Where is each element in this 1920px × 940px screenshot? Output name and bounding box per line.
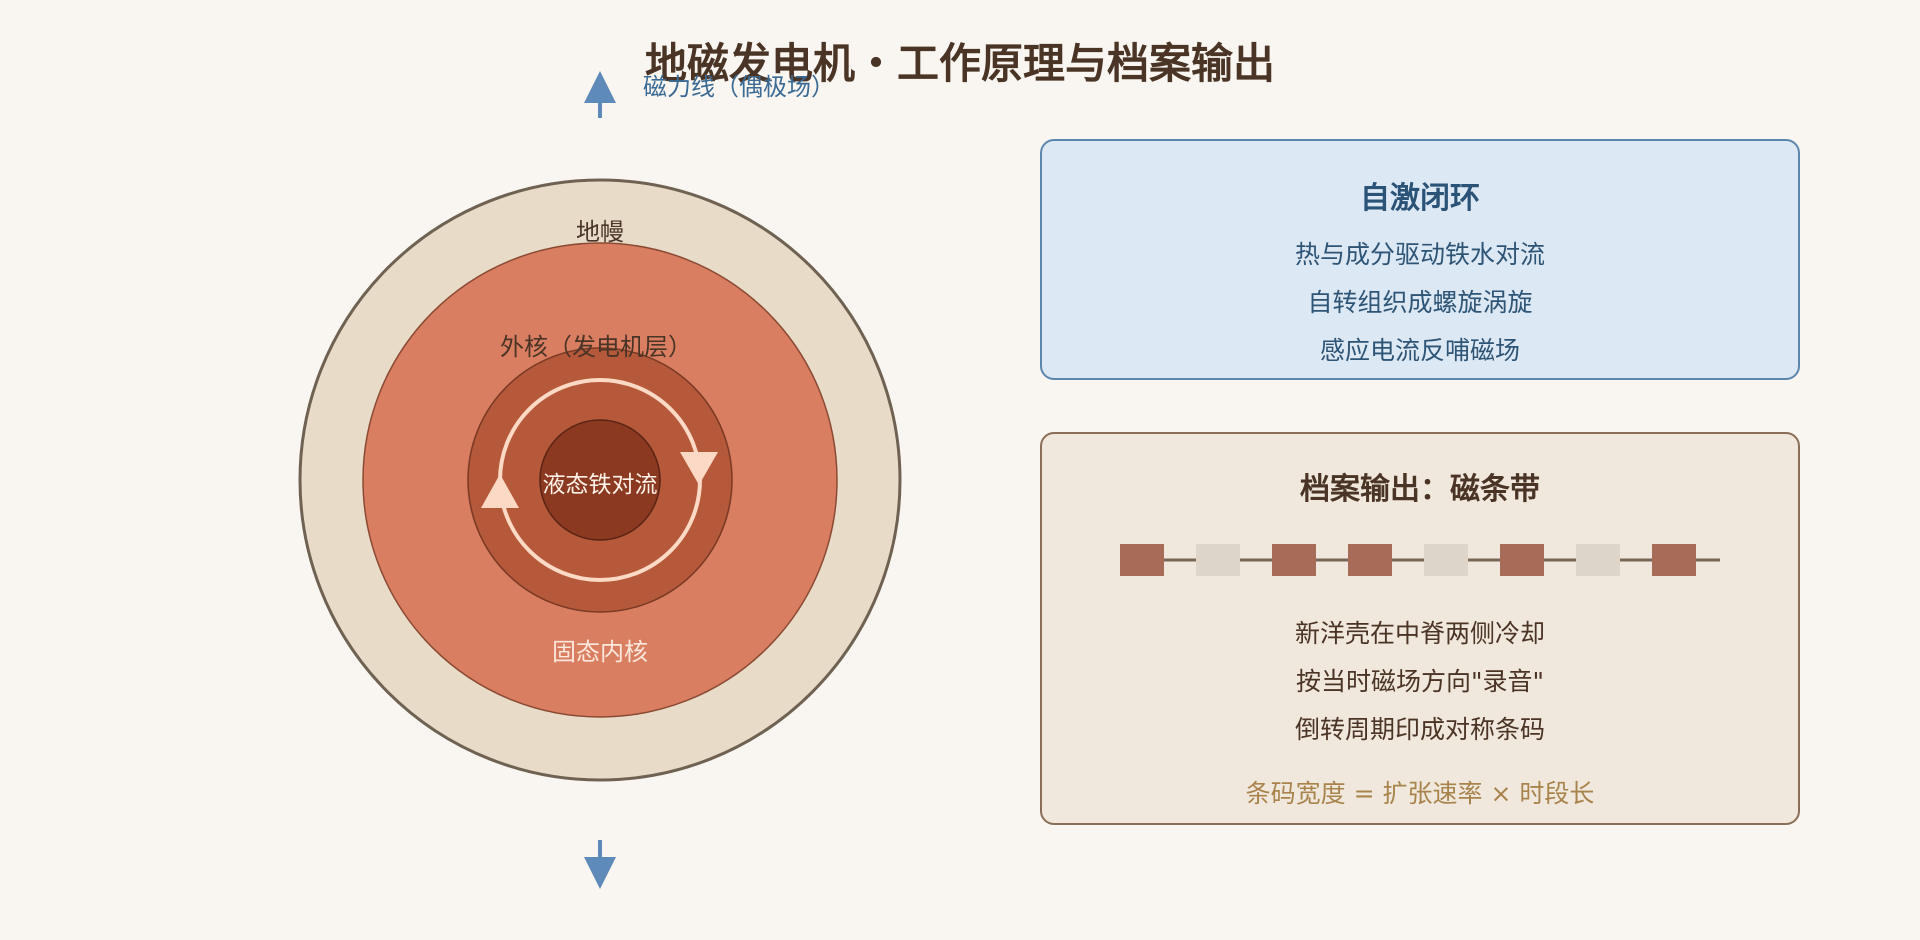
mantle-label: 地幔 bbox=[576, 219, 624, 246]
inner-core bbox=[539, 419, 661, 541]
field-line-label: 磁力线（偶极场） bbox=[643, 74, 835, 101]
self-excitation-line: 感应电流反哺磁场 bbox=[1319, 336, 1520, 365]
barcode-formula: 条码宽度 = 扩张速率 × 时段长 bbox=[1245, 779, 1595, 808]
inner-core-label: 固态内核 bbox=[552, 639, 648, 666]
convection-arrow-right-icon bbox=[680, 452, 718, 485]
page-title: 地磁发电机・工作原理与档案输出 bbox=[644, 39, 1275, 88]
stripe-block-reversed bbox=[1424, 544, 1468, 576]
stripe-block-normal bbox=[1500, 544, 1544, 576]
convection-arrow-left-icon bbox=[481, 474, 519, 508]
archive-line: 按当时磁场方向"录音" bbox=[1296, 667, 1544, 696]
field-arrow-north bbox=[584, 71, 616, 118]
convection-label: 液态铁对流 bbox=[543, 471, 658, 497]
archive-panel: 档案输出：磁条带 新洋壳在中脊两侧冷却 按当时磁场方向"录音" 倒转周期印成对称… bbox=[1040, 432, 1800, 825]
stripe-block-reversed bbox=[1576, 544, 1620, 576]
magnetic-stripe-barcode bbox=[1120, 544, 1720, 576]
outer-core-label: 外核（发电机层） bbox=[500, 334, 692, 361]
archive-line: 倒转周期印成对称条码 bbox=[1294, 715, 1545, 744]
stripe-block-normal bbox=[1272, 544, 1316, 576]
stripe-block-normal bbox=[1120, 544, 1164, 576]
stripe-block-normal bbox=[1652, 544, 1696, 576]
archive-line: 新洋壳在中脊两侧冷却 bbox=[1294, 619, 1545, 648]
stripe-block-reversed bbox=[1196, 544, 1240, 576]
self-excitation-line: 自转组织成螺旋涡旋 bbox=[1307, 288, 1533, 317]
field-arrow-south bbox=[584, 840, 616, 889]
self-excitation-line: 热与成分驱动铁水对流 bbox=[1294, 240, 1545, 269]
stripe-block-normal bbox=[1348, 544, 1392, 576]
archive-title: 档案输出：磁条带 bbox=[1300, 472, 1540, 507]
self-excitation-panel: 自激闭环 热与成分驱动铁水对流 自转组织成螺旋涡旋 感应电流反哺磁场 bbox=[1040, 139, 1800, 380]
self-excitation-title: 自激闭环 bbox=[1360, 181, 1480, 216]
